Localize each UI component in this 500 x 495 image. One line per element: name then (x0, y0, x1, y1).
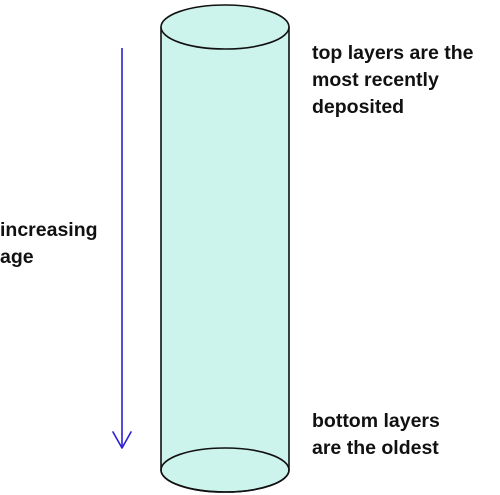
age-arrow-head (112, 431, 132, 449)
increasing-age-label-line-2: age (0, 246, 34, 268)
cylinder-body (160, 26, 290, 493)
increasing-age-label: increasing age (0, 217, 98, 271)
bottom-layers-label-line-2: are the oldest (312, 437, 439, 459)
bottom-layers-label-line-1: bottom layers (312, 410, 440, 432)
cylinder-bottom-ellipse (160, 447, 290, 493)
bottom-layers-label: bottom layers are the oldest (312, 408, 440, 462)
top-layers-label: top layers are the most recently deposit… (312, 40, 473, 121)
cylinder-top-ellipse (160, 4, 290, 50)
top-layers-label-line-1: top layers are the (312, 42, 474, 64)
top-layers-label-line-3: deposited (312, 96, 405, 118)
increasing-age-label-line-1: increasing (0, 219, 98, 241)
top-layers-label-line-2: most recently (312, 69, 439, 91)
